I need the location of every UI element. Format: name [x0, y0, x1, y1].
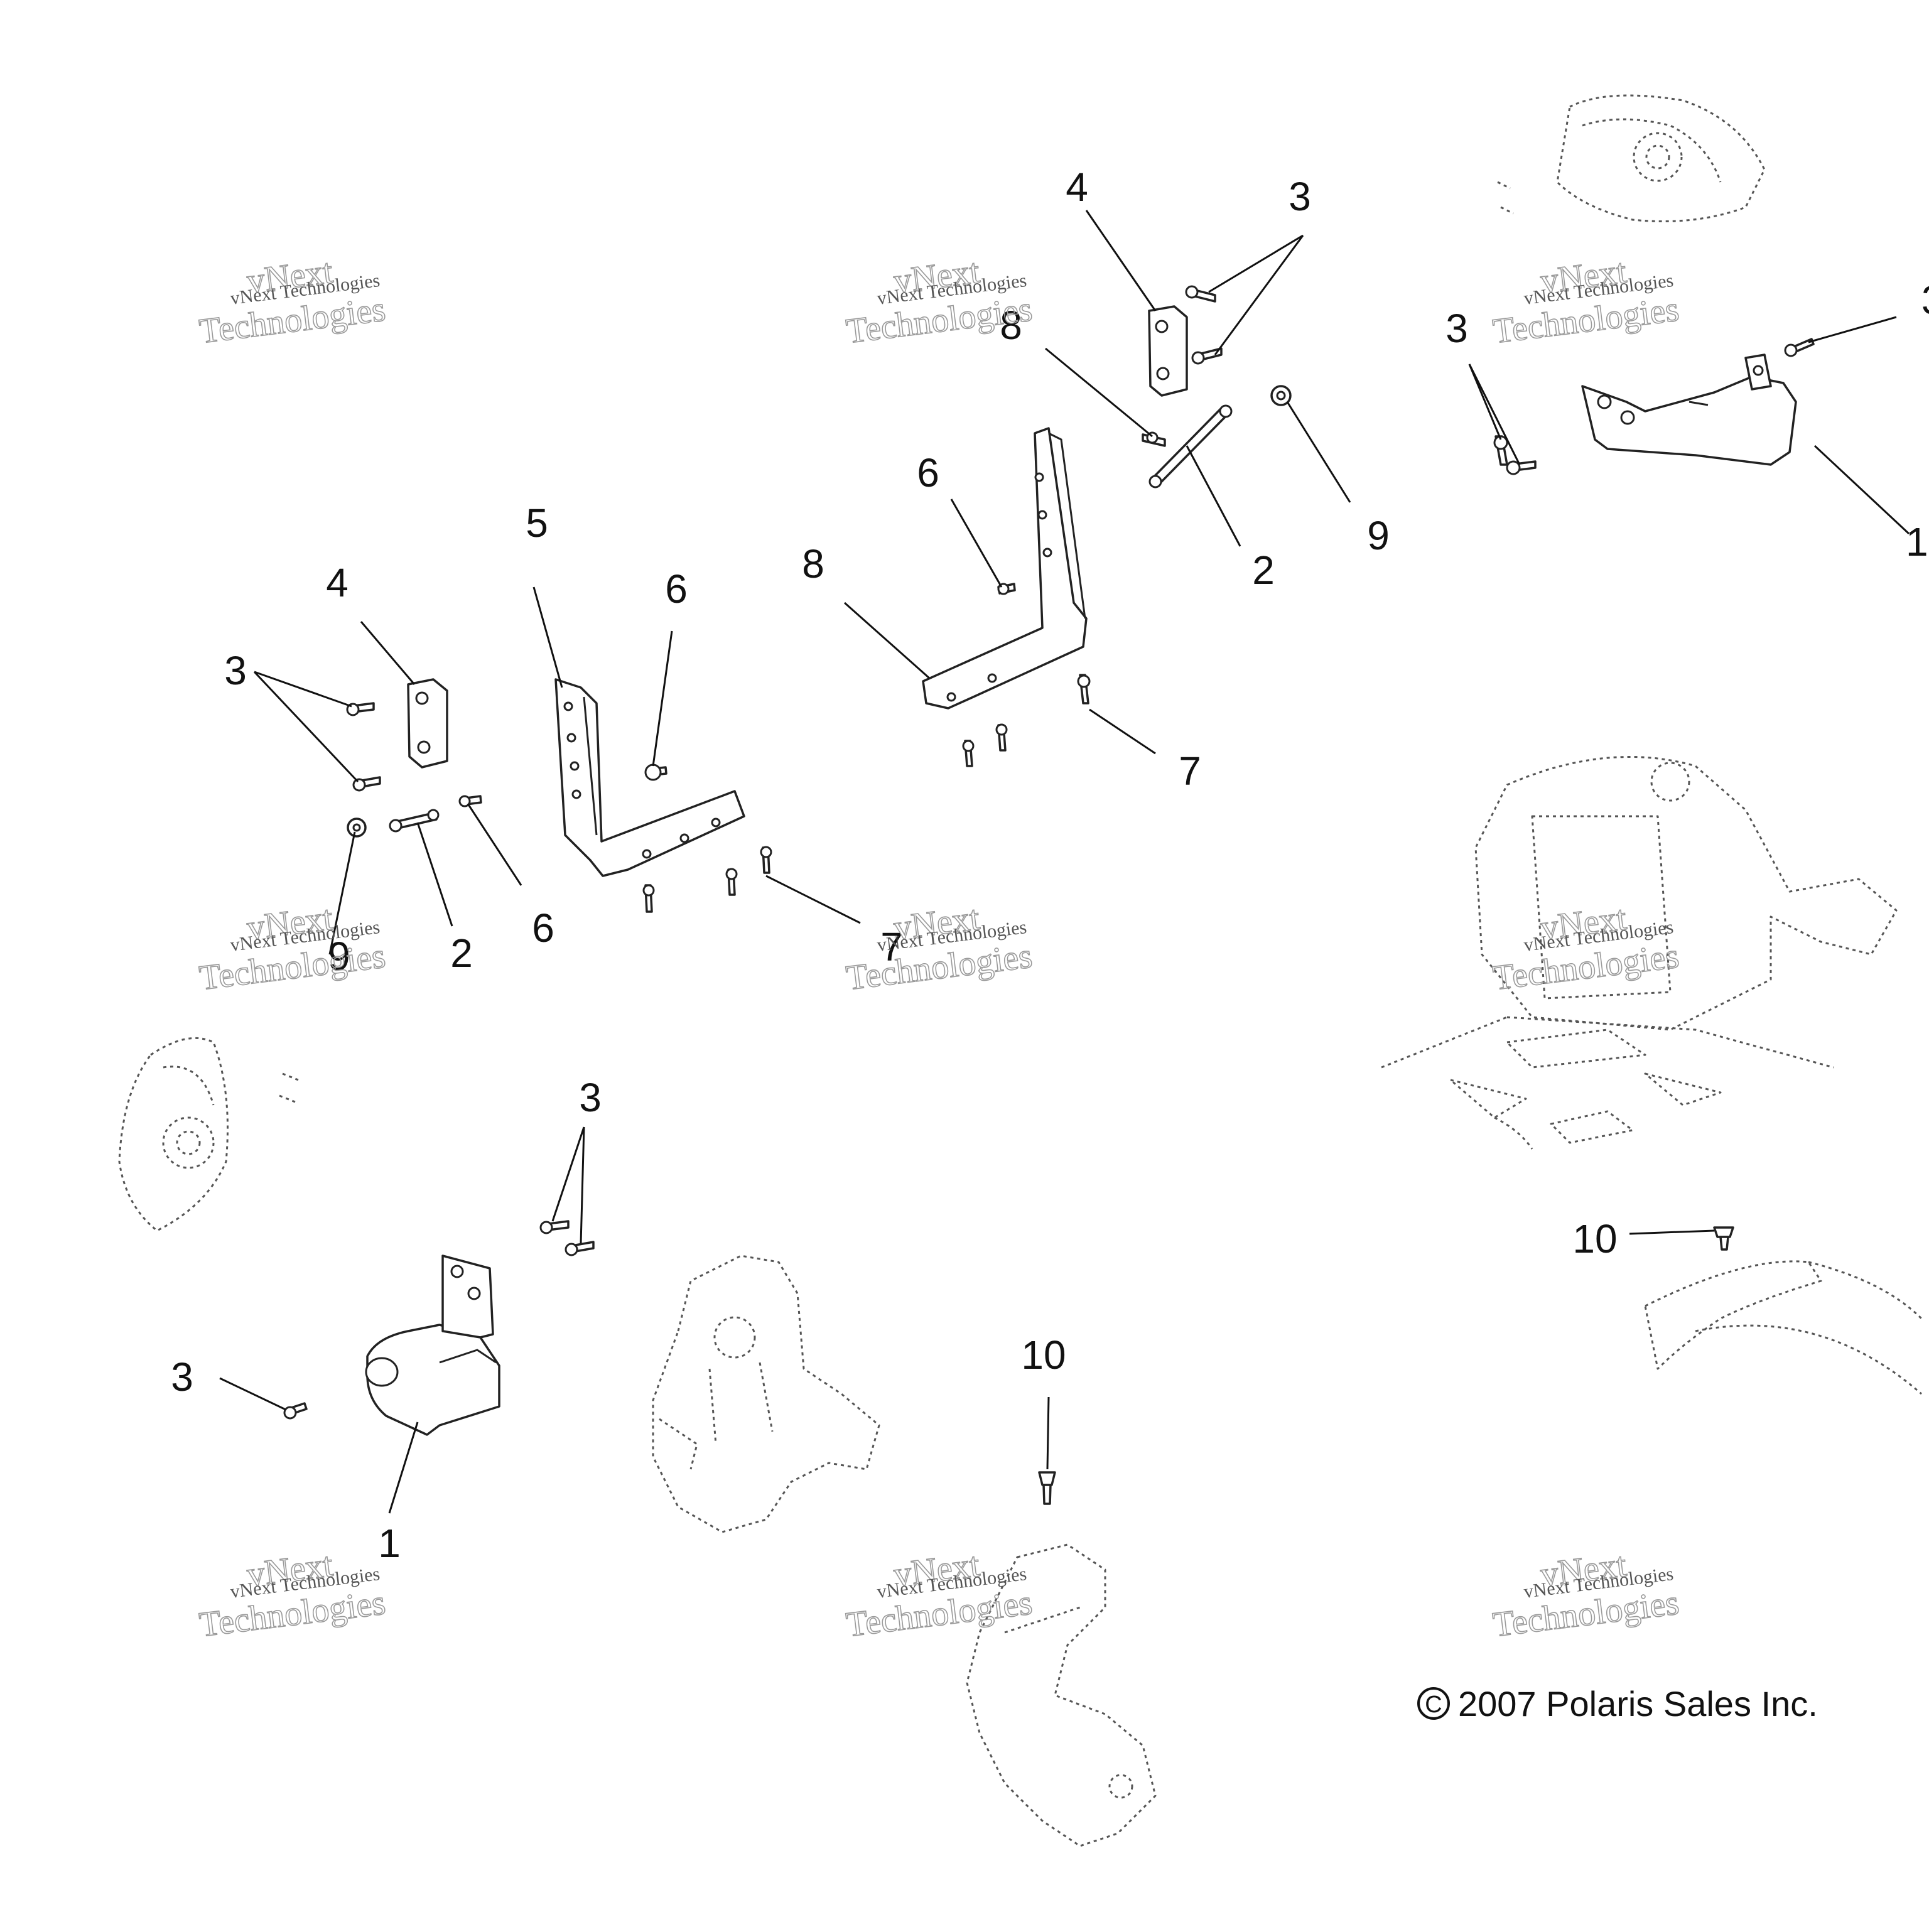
callout-3: 3 — [1921, 278, 1929, 323]
callout-8: 8 — [1000, 303, 1022, 348]
ghost-headlight-left — [118, 1037, 299, 1232]
screw-fastener — [352, 776, 381, 792]
copyright-text: 2007 Polaris Sales Inc. — [1458, 1684, 1818, 1724]
screw-fastener — [458, 795, 482, 807]
headlight-mount-bottom-left — [365, 1255, 500, 1436]
callout-5: 5 — [526, 500, 548, 546]
callout-10: 10 — [1021, 1332, 1066, 1378]
watermark: vNext vNext Technologies Technologies — [843, 1545, 1035, 1645]
ghost-headlight-top-right — [1497, 94, 1766, 222]
nut — [1270, 385, 1292, 406]
screw-fastener — [283, 1402, 308, 1420]
screw-fastener — [644, 764, 667, 781]
push-rivet — [1038, 1471, 1056, 1505]
screw-fastener — [642, 884, 655, 913]
headlight-mount-top-right — [1581, 353, 1797, 466]
watermark: vNext vNext Technologies Technologies — [1490, 898, 1682, 998]
screw-fastener — [995, 723, 1008, 752]
watermark: vNext vNext Technologies Technologies — [197, 251, 388, 352]
callout-1: 1 — [378, 1521, 401, 1566]
screw-fastener — [1142, 431, 1166, 447]
callout-1: 1 — [1906, 519, 1928, 564]
mount-bracket-5 — [554, 678, 745, 877]
screw-fastener — [962, 740, 975, 767]
callout-3: 3 — [171, 1354, 193, 1400]
watermark: vNext vNext Technologies Technologies — [1490, 251, 1682, 352]
push-rivet — [1713, 1226, 1734, 1251]
screw-fastener — [1784, 338, 1815, 357]
screw-fastener — [346, 702, 375, 716]
copyright-notice: C 2007 Polaris Sales Inc. — [1417, 1684, 1818, 1724]
callout-9: 9 — [1367, 513, 1390, 558]
screw-fastener — [565, 1241, 595, 1256]
callout-10: 10 — [1572, 1216, 1617, 1261]
callout-3: 3 — [1445, 306, 1468, 351]
screw-fastener — [725, 868, 738, 896]
callout-4: 4 — [326, 560, 349, 605]
callout-labels: 4 3 8 3 3 6 2 9 1 5 4 6 3 8 7 9 2 6 7 3 … — [171, 165, 1929, 1566]
ghost-frame-center — [652, 1255, 880, 1533]
callout-2: 2 — [1252, 548, 1275, 593]
callout-3: 3 — [1289, 174, 1311, 219]
callout-6: 6 — [665, 566, 688, 612]
watermark: vNext vNext Technologies Technologies — [197, 898, 388, 998]
callout-6: 6 — [917, 450, 939, 495]
callout-9: 9 — [328, 934, 350, 979]
callout-7: 7 — [1179, 748, 1201, 794]
mount-bracket-8-top — [922, 427, 1088, 710]
callout-7: 7 — [880, 924, 903, 969]
ghost-chassis-right — [1381, 756, 1898, 1150]
watermark: vNext vNext Technologies Technologies — [1490, 1545, 1682, 1645]
screw-fastener — [1493, 435, 1508, 466]
hinge-bracket-mid — [407, 678, 448, 769]
callout-4: 4 — [1066, 165, 1088, 210]
callout-3: 3 — [224, 648, 247, 693]
screw-fastener — [1506, 460, 1537, 475]
screw-fastener — [1185, 285, 1216, 303]
ghost-frame-bottom — [966, 1543, 1157, 1847]
watermark: vNext vNext Technologies Technologies — [197, 1545, 388, 1645]
callout-6: 6 — [532, 905, 554, 951]
screw-fastener — [1077, 674, 1091, 704]
hinge-bracket-top — [1148, 305, 1188, 397]
callout-2: 2 — [450, 931, 473, 976]
ghost-frame-rail-right — [1644, 1260, 1923, 1395]
link-rod — [389, 809, 440, 833]
copyright-icon — [1417, 1687, 1450, 1720]
watermark: vNext vNext Technologies Technologies — [843, 898, 1035, 998]
leader-lines — [219, 210, 1910, 1514]
callout-3: 3 — [579, 1075, 602, 1120]
screw-fastener — [1191, 347, 1223, 365]
copyright-c-glyph: C — [1425, 1692, 1442, 1718]
link-rod — [1148, 404, 1233, 488]
callout-8: 8 — [802, 541, 824, 586]
screw-fastener — [760, 846, 772, 874]
nut — [347, 818, 367, 838]
screw-fastener — [539, 1220, 570, 1234]
